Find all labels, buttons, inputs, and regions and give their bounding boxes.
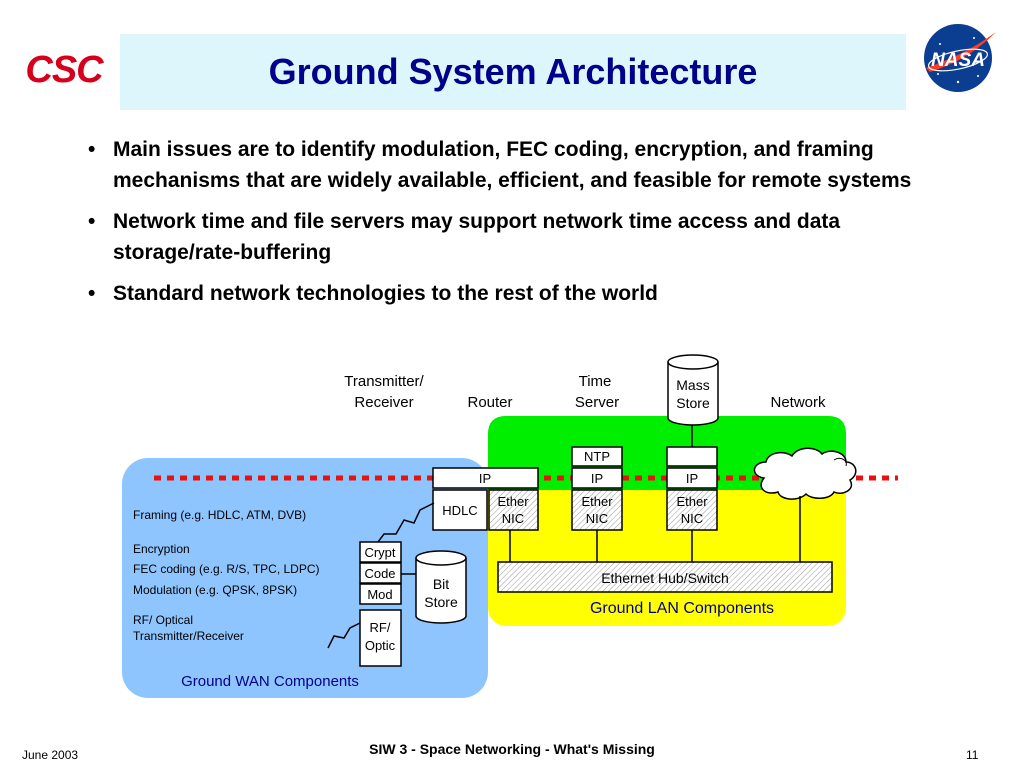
wireless-link-top — [377, 502, 435, 543]
rf-box-line1: RF/ — [370, 620, 391, 635]
lan-components-title: Ground LAN Components — [590, 600, 774, 617]
wan-stack: Crypt Code Mod RF/ Optic — [359, 541, 402, 667]
router-nic-line1: Ether — [497, 494, 529, 509]
storage-server-block: IP Ether NIC — [666, 446, 718, 531]
bit-store-cylinder: Bit Store — [415, 550, 467, 624]
crypt-box: Crypt — [364, 545, 395, 560]
bit-store-line2: Store — [424, 594, 458, 610]
storage-server-nic-line2: NIC — [681, 511, 703, 526]
slide-title: Ground System Architecture — [268, 51, 758, 92]
storage-server-nic-line1: Ether — [676, 494, 708, 509]
mod-box: Mod — [367, 587, 392, 602]
time-server-ntp: NTP — [584, 449, 610, 464]
storage-server-ip: IP — [686, 471, 698, 486]
ethernet-hub — [497, 561, 833, 593]
code-box: Code — [364, 566, 395, 581]
encryption-label: Encryption — [133, 542, 190, 556]
router-ip: IP — [479, 471, 491, 486]
mass-store-line2: Store — [676, 395, 710, 411]
bit-store-line1: Bit — [433, 576, 449, 592]
time-label: Time — [579, 373, 612, 390]
framing-label: Framing (e.g. HDLC, ATM, DVB) — [133, 508, 306, 522]
wan-components-title: Ground WAN Components — [181, 673, 359, 690]
network-label: Network — [770, 394, 826, 411]
router-hdlc: HDLC — [442, 503, 477, 518]
rf-label-line1: RF/ Optical — [133, 613, 193, 627]
router-block: IP HDLC Ether NIC — [432, 467, 539, 531]
rf-label-line2: Transmitter/Receiver — [133, 629, 244, 643]
footer-title: SIW 3 - Space Networking - What's Missin… — [369, 741, 655, 757]
mass-store-line1: Mass — [676, 377, 709, 393]
transmitter-label: Transmitter/ — [344, 373, 424, 390]
time-server-nic-line2: NIC — [586, 511, 608, 526]
mass-store-cylinder: Mass Store — [667, 354, 719, 426]
csc-logo-text: CSC — [25, 49, 104, 90]
footer-date: June 2003 — [22, 748, 79, 762]
server-label: Server — [575, 394, 619, 411]
ethernet-hub-label: Ethernet Hub/Switch — [601, 570, 729, 586]
fec-label: FEC coding (e.g. R/S, TPC, LDPC) — [133, 562, 320, 576]
bullet-item: Network time and file servers may suppor… — [86, 206, 916, 268]
time-server-ip: IP — [591, 471, 603, 486]
csc-logo: CSC — [25, 49, 105, 90]
network-cloud-icon — [753, 447, 857, 500]
bullet-list: Main issues are to identify modulation, … — [86, 134, 916, 319]
wireless-link-bottom — [327, 622, 361, 649]
receiver-label: Receiver — [354, 394, 413, 411]
rf-box-line2: Optic — [365, 638, 396, 653]
router-nic-line2: NIC — [502, 511, 524, 526]
time-server-nic-line1: Ether — [581, 494, 613, 509]
router-label: Router — [467, 394, 512, 411]
modulation-label: Modulation (e.g. QPSK, 8PSK) — [133, 583, 297, 597]
title-bar: Ground System Architecture — [120, 34, 906, 110]
nasa-logo: NASA — [924, 24, 996, 92]
nasa-logo-text: NASA — [931, 50, 985, 71]
time-server-block: NTP IP Ether NIC — [571, 446, 623, 531]
page-number: 11 — [966, 748, 979, 762]
bullet-item: Main issues are to identify modulation, … — [86, 134, 916, 196]
architecture-diagram: Transmitter/ Receiver Router Time Server… — [122, 354, 898, 698]
bullet-item: Standard network technologies to the res… — [86, 278, 916, 309]
